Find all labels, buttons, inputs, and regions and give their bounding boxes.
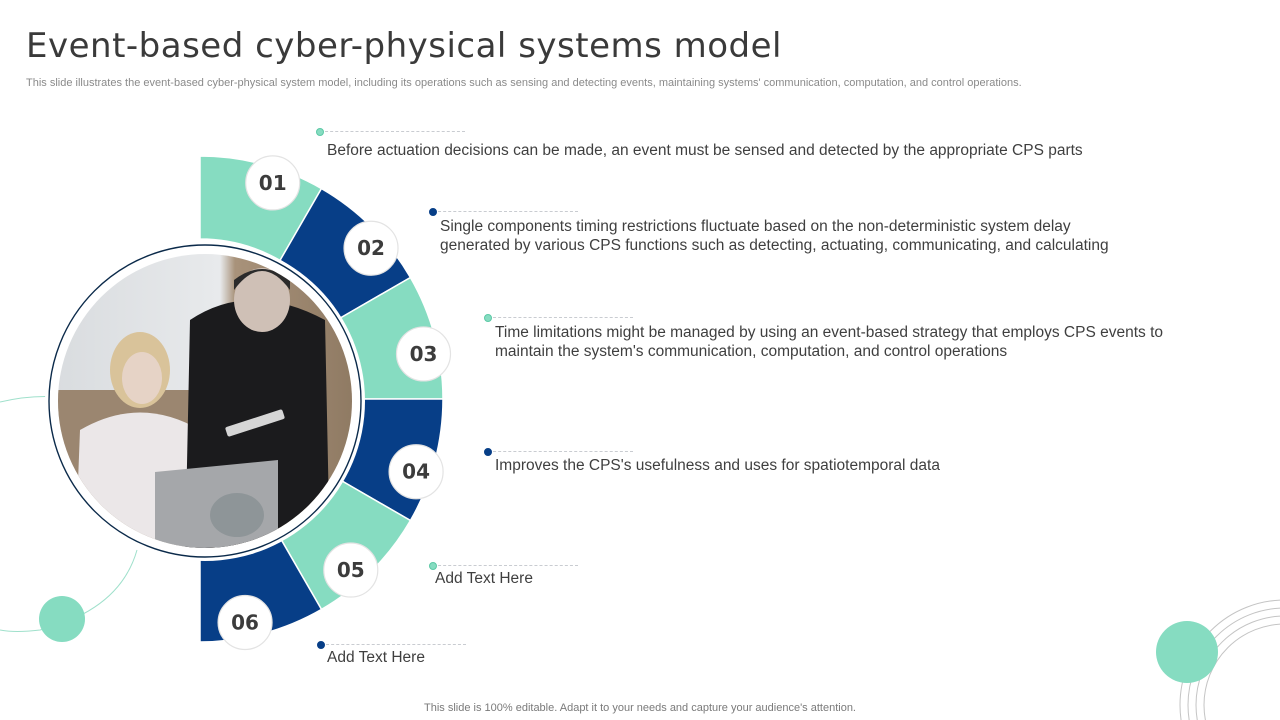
bullet-dot-icon xyxy=(317,641,325,649)
connector-line xyxy=(433,565,578,567)
step-badge-01: 01 xyxy=(245,155,301,211)
step-text: Time limitations might be managed by usi… xyxy=(495,324,1163,360)
footer-note: This slide is 100% editable. Adapt it to… xyxy=(424,702,856,714)
step-badges: 01 02 03 04 05 06 xyxy=(217,155,452,651)
connector-line xyxy=(433,211,578,213)
step-badge-05: 05 xyxy=(323,542,379,598)
bullet-dot-icon xyxy=(484,314,492,322)
page-subtitle: This slide illustrates the event-based c… xyxy=(26,77,1022,89)
step-text: Add Text Here xyxy=(435,570,533,587)
bullet-dot-icon xyxy=(429,208,437,216)
step-text: Improves the CPS's usefulness and uses f… xyxy=(495,457,940,474)
step-number: 05 xyxy=(337,558,365,582)
page-title: Event-based cyber-physical systems model xyxy=(26,26,782,66)
step-badge-02: 02 xyxy=(343,220,399,276)
decor-dot-right xyxy=(1156,621,1218,683)
bullet-dot-icon xyxy=(316,128,324,136)
decor-dot-left xyxy=(39,596,85,642)
step-number: 04 xyxy=(402,460,430,484)
photo-frame xyxy=(45,241,365,561)
team-photo xyxy=(58,254,352,548)
step-number: 03 xyxy=(410,342,438,366)
step-text: Before actuation decisions can be made, … xyxy=(327,142,1083,159)
bullet-dot-icon xyxy=(429,562,437,570)
bullet-dot-icon xyxy=(484,448,492,456)
step-number: 01 xyxy=(259,171,287,195)
step-badge-06: 06 xyxy=(217,594,273,651)
decor-right xyxy=(1179,599,1280,720)
step-text: Add Text Here xyxy=(327,649,425,666)
connector-line xyxy=(488,317,633,319)
connector-line xyxy=(320,131,465,133)
connector-line xyxy=(488,451,633,453)
step-badge-03: 03 xyxy=(395,326,452,382)
connector-line xyxy=(321,644,466,646)
step-text: Single components timing restrictions fl… xyxy=(440,218,1109,254)
step-badge-04: 04 xyxy=(388,444,444,500)
step-number: 06 xyxy=(231,611,259,635)
step-number: 02 xyxy=(357,236,385,260)
